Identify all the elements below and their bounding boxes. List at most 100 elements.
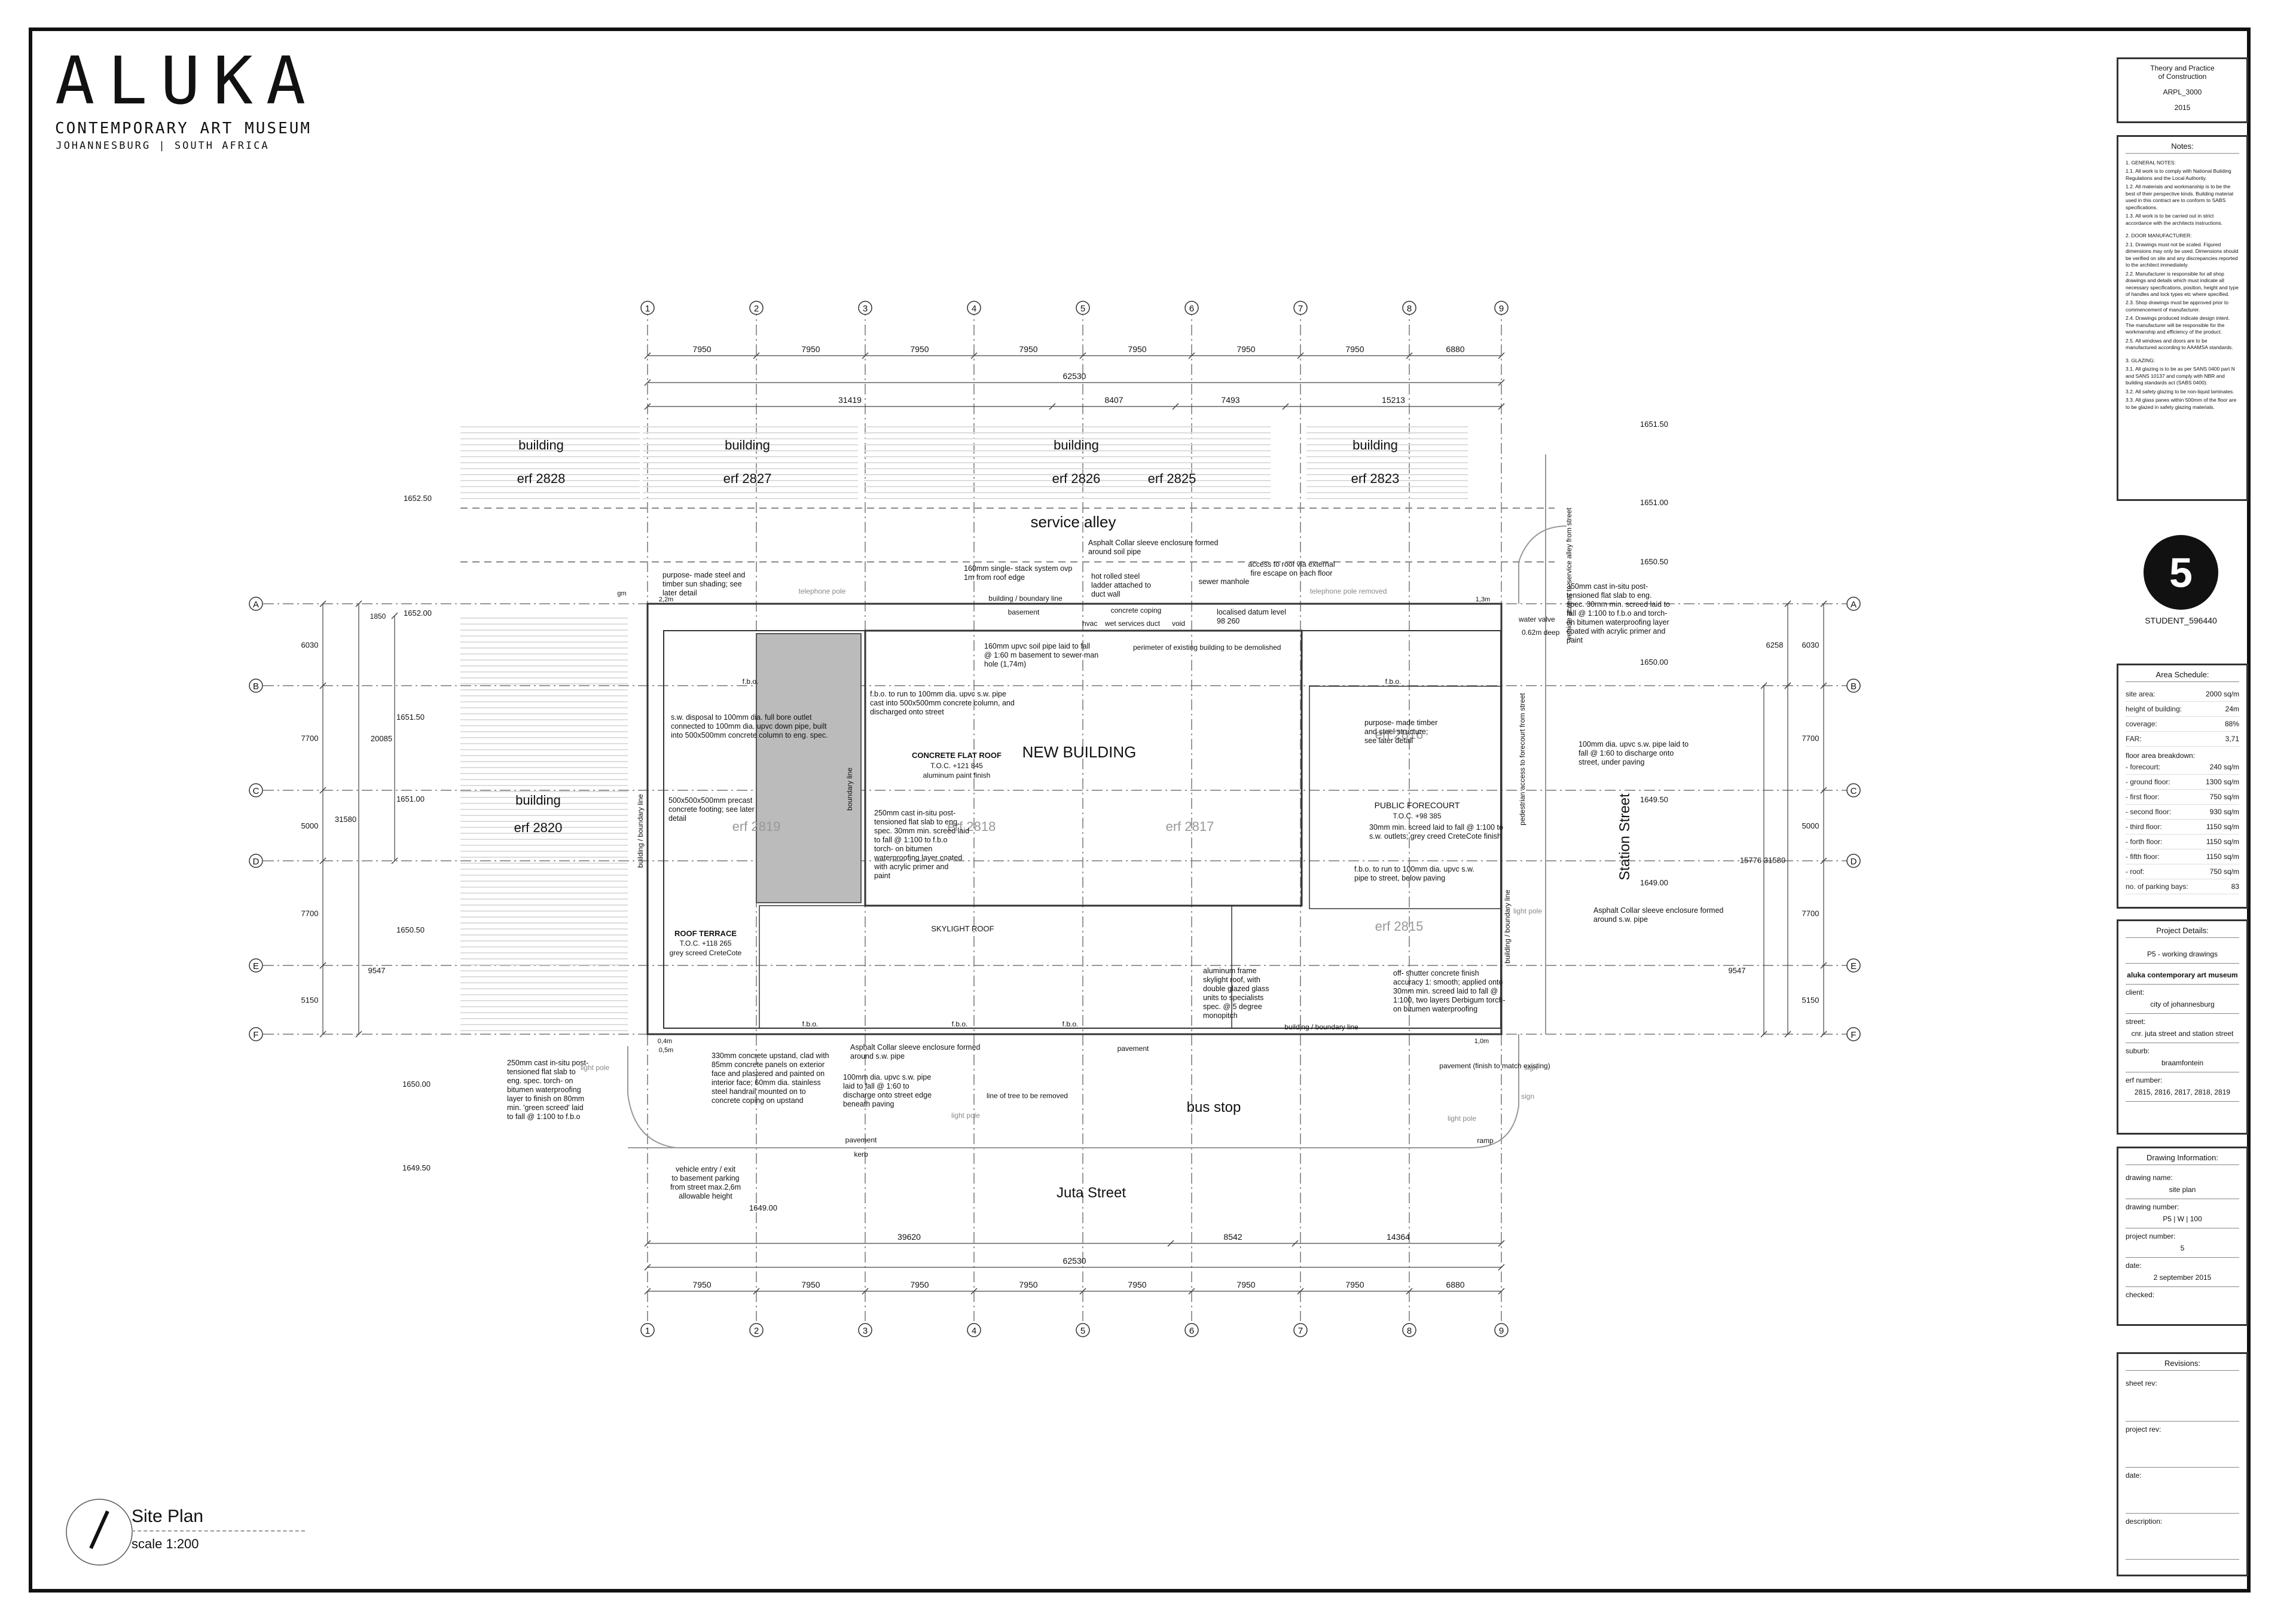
area-row: coverage:88% bbox=[2126, 717, 2239, 732]
dim-right-tick bbox=[1820, 962, 1827, 969]
dim-bays-bottom-tick bbox=[1406, 1288, 1413, 1295]
note-concrete-roof: CONCRETE FLAT ROOF bbox=[912, 751, 1002, 760]
dim-segments-bottom-label: 14364 bbox=[1387, 1232, 1410, 1242]
project-name: aluka contemporary art museum bbox=[2127, 971, 2238, 979]
grid-bubble-left bbox=[249, 854, 263, 868]
north-arrow-icon bbox=[89, 1510, 109, 1549]
note-boundary-bottom: building / boundary line bbox=[1284, 1023, 1358, 1031]
breakdown-rows: - forecourt:240 sq/m- ground floor:1300 … bbox=[2126, 760, 2239, 879]
grid-letter-right: C bbox=[1851, 786, 1857, 796]
grid-number-bottom: 8 bbox=[1407, 1326, 1412, 1336]
dim-bays-bottom-label: 7950 bbox=[1019, 1280, 1037, 1289]
note-roof-terrace: ROOF TERRACE bbox=[674, 929, 737, 938]
grid-bubble-bottom bbox=[1076, 1323, 1090, 1337]
dim-right-total3-label: 31580 bbox=[1764, 856, 1785, 865]
student-logo: 5 bbox=[2144, 535, 2218, 610]
dim-bays-top-label: 6880 bbox=[1446, 344, 1464, 354]
level-label: 1650.00 bbox=[1640, 658, 1668, 667]
notes-body: 1. GENERAL NOTES:1.1. All work is to com… bbox=[2126, 160, 2239, 411]
grid-bubble-top bbox=[1076, 301, 1090, 315]
note-light-pole: light pole bbox=[1448, 1114, 1476, 1123]
level-label: 1649.00 bbox=[1640, 878, 1668, 887]
level-label: 1650.50 bbox=[1640, 557, 1668, 566]
note-d22: 2,2m bbox=[659, 596, 673, 603]
new-building-label: NEW BUILDING bbox=[1022, 743, 1137, 761]
note-boundary-top: building / boundary line bbox=[988, 594, 1062, 603]
course-line1: Theory and Practice bbox=[2150, 64, 2215, 72]
area-schedule-title: Area Schedule: bbox=[2126, 670, 2239, 682]
erf-label: erf 2823 bbox=[1351, 471, 1400, 486]
dim-segments-top-label: 8407 bbox=[1104, 395, 1123, 405]
site-erf-label: erf 2819 bbox=[732, 819, 781, 834]
note-building-boundary-left: building / boundary line bbox=[636, 794, 645, 868]
dim-segments-top-tick bbox=[644, 403, 651, 410]
course-line2: of Construction bbox=[2158, 72, 2207, 81]
breakdown-row: - forth floor:1150 sq/m bbox=[2126, 835, 2239, 849]
dim-left-label: 5150 bbox=[301, 996, 319, 1005]
dim-bays-top-tick bbox=[970, 352, 978, 359]
dim-bays-top-tick bbox=[1079, 352, 1086, 359]
grid-number-bottom: 7 bbox=[1298, 1326, 1303, 1336]
note-fbo: f.b.o. to run to 100mm dia. upvc s.w. pi… bbox=[870, 690, 1015, 716]
project-street: cnr. juta street and station street bbox=[2131, 1029, 2234, 1038]
erf-label: erf 2820 bbox=[514, 820, 563, 835]
grid-number-top: 7 bbox=[1298, 304, 1303, 314]
grid-letter-left: E bbox=[253, 961, 259, 971]
logo: ALUKA CONTEMPORARY ART MUSEUM JOHANNESBU… bbox=[55, 48, 319, 152]
grid-bubble-bottom bbox=[749, 1323, 764, 1337]
note-tree: line of tree to be removed bbox=[987, 1092, 1068, 1100]
breakdown-row: - third floor:1150 sq/m bbox=[2126, 820, 2239, 835]
dim-bays-top-tick bbox=[1498, 352, 1505, 359]
grid-number-top: 2 bbox=[754, 304, 759, 314]
note-d13: 1,3m bbox=[1476, 596, 1490, 603]
dim-left-total2-tick bbox=[355, 600, 362, 607]
dim-left-mid: 9547 bbox=[368, 966, 386, 975]
building-label: building bbox=[725, 438, 770, 453]
breakdown-row: - forecourt:240 sq/m bbox=[2126, 760, 2239, 775]
dim-left-total1-label: 20085 bbox=[371, 734, 392, 743]
dim-bays-bottom-label: 7950 bbox=[910, 1280, 929, 1289]
note-line: 2. DOOR MANUFACTURER: bbox=[2126, 233, 2192, 239]
note-fbo-label: f.b.o. bbox=[1385, 677, 1402, 686]
dim-right-tick bbox=[1820, 1031, 1827, 1038]
level-label: 1649.00 bbox=[749, 1203, 777, 1212]
grid-bubble-top bbox=[1184, 301, 1199, 315]
dimension-lines bbox=[319, 352, 1827, 1295]
dim-right-tick bbox=[1820, 682, 1827, 689]
dim-bays-bottom-tick bbox=[753, 1288, 760, 1295]
project-title: Project Details: bbox=[2126, 926, 2239, 938]
dim-bays-top-label: 7950 bbox=[1128, 344, 1146, 354]
level-label: 1649.50 bbox=[402, 1163, 430, 1172]
grid-number-bottom: 9 bbox=[1499, 1326, 1504, 1336]
dim-bays-bottom-label: 6880 bbox=[1446, 1280, 1464, 1289]
area-row: FAR:3,71 bbox=[2126, 732, 2239, 747]
note-telephone-pole: telephone pole bbox=[799, 587, 846, 595]
dim-bays-bottom-label: 7950 bbox=[801, 1280, 820, 1289]
note-forecourt-toc: T.O.C. +98 385 bbox=[1393, 812, 1441, 820]
dim-left-label: 6030 bbox=[301, 641, 319, 650]
dim-right-tick bbox=[1820, 600, 1827, 607]
grid-bubble-bottom bbox=[967, 1323, 981, 1337]
dim-right-total3-tick bbox=[1784, 682, 1791, 689]
note-ramp: ramp bbox=[1477, 1136, 1494, 1145]
dim-segments-bottom-tick bbox=[1167, 1240, 1174, 1247]
note-slab-mid: 250mm cast in-situ post-tensioned flat s… bbox=[874, 809, 969, 880]
breakdown-row: - first floor:750 sq/m bbox=[2126, 790, 2239, 805]
dim-bays-top-label: 7950 bbox=[1236, 344, 1255, 354]
grid-number-top: 9 bbox=[1499, 304, 1504, 314]
project-suburb: braamfontein bbox=[2161, 1059, 2204, 1067]
existing-building bbox=[643, 424, 858, 502]
dim-right-total2-tick bbox=[1760, 682, 1767, 689]
grid-letter-left: A bbox=[253, 600, 259, 610]
note-sw-disposal: s.w. disposal to 100mm dia. full bore ou… bbox=[671, 713, 828, 739]
dim-bays-top-label: 7950 bbox=[692, 344, 711, 354]
drawing-info-title: Drawing Information: bbox=[2126, 1153, 2239, 1165]
grid-bubble-left bbox=[249, 783, 263, 797]
note-fbo-label: f.b.o. bbox=[802, 1020, 819, 1028]
dim-segments-bottom-label: 39620 bbox=[897, 1232, 921, 1242]
dim-segments-bottom-tick bbox=[644, 1240, 651, 1247]
